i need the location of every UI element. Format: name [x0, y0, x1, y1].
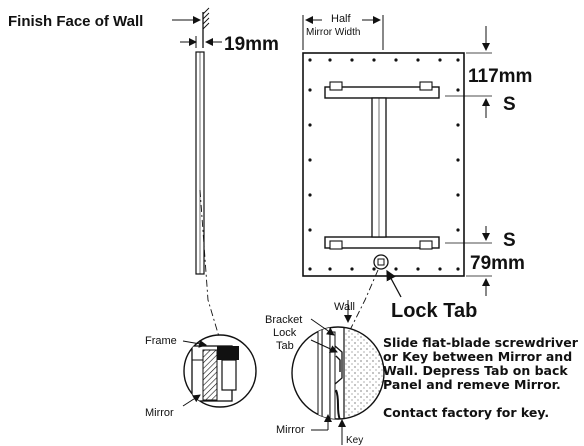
lock-detail — [291, 300, 385, 445]
finish-face-label: Finish Face of Wall — [8, 13, 144, 30]
contact-text: Contact factory for key. — [383, 405, 550, 420]
lock-tab-label: Lock Tab — [391, 300, 478, 322]
frame-detail — [182, 334, 257, 408]
mirror-width-label: Mirror Width — [306, 27, 361, 38]
bracket-label: Bracket — [265, 314, 303, 326]
dim-19mm-label: 19mm — [224, 34, 279, 55]
s-top-label: S — [503, 94, 516, 115]
dim-117mm-label: 117mm — [468, 66, 533, 87]
dim-79mm-label: 79mm — [470, 253, 525, 274]
instruction-line: or Key between Mirror and — [383, 349, 573, 364]
instruction-line: Wall. Depress Tab on back — [383, 363, 568, 378]
s-bottom-label: S — [503, 230, 516, 251]
instruction-line: Slide flat-blade screwdriver — [383, 335, 578, 350]
half-label: Half — [331, 13, 351, 25]
instruction-line: Panel and remeve Mirror. — [383, 377, 561, 392]
back-panel — [302, 15, 492, 331]
mirror-right-label: Mirror — [276, 424, 305, 436]
side-profile — [172, 7, 222, 341]
frame-label: Frame — [145, 335, 177, 347]
mirror-left-label: Mirror — [145, 407, 174, 419]
tab-label: Tab — [276, 340, 294, 352]
key-label: Key — [346, 435, 364, 446]
lock-label: Lock — [273, 327, 297, 339]
wall-label: Wall — [334, 301, 355, 313]
instructions-text: Slide flat-blade screwdriver or Key betw… — [383, 336, 578, 420]
